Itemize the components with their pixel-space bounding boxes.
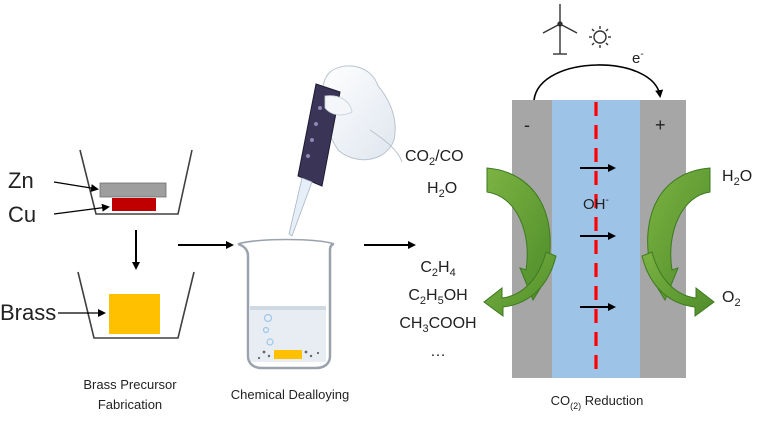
membrane	[552, 100, 640, 378]
cu-pointer-arrow	[53, 203, 110, 215]
brass-block	[109, 294, 160, 334]
minus-terminal-label: -	[524, 115, 530, 135]
cu-layer	[112, 198, 156, 211]
anode-product-arrow	[641, 251, 715, 317]
product-formula: …	[430, 343, 446, 360]
electron-flow-arc	[533, 64, 664, 101]
beaker-icon	[237, 238, 335, 370]
product-formula: CH3COOH	[399, 315, 476, 335]
co2-co-label: CO2/CO	[405, 148, 464, 168]
plus-terminal-label: +	[655, 115, 666, 135]
crucible-top	[79, 149, 193, 215]
electron-label: e-	[632, 49, 644, 67]
sun-icon	[589, 26, 611, 48]
cathode-product-arrow	[483, 251, 557, 317]
precursor-section: Zn Cu Brass Brass Precursor Fabrication	[0, 149, 195, 412]
precursor-caption-line2: Fabrication	[98, 397, 162, 412]
dealloying-caption: Chemical Dealloying	[231, 387, 350, 402]
o2-output-label: O2	[722, 289, 741, 309]
brass-label: Brass	[0, 300, 56, 325]
zn-pointer-arrow	[53, 181, 99, 192]
crucible-bottom	[77, 271, 195, 339]
wind-turbine-icon	[542, 4, 578, 55]
h2o-output-label: H2O	[722, 168, 752, 188]
electrochemical-cell: - + e- OH- H2O O2 CO(2) Reduction	[483, 49, 752, 411]
zn-layer	[99, 182, 167, 198]
h2o-input-label: H2O	[427, 180, 457, 200]
product-formula: C2H4	[420, 259, 455, 279]
gloved-hand-pipette-icon	[288, 65, 403, 237]
product-formula: C2H5OH	[408, 287, 467, 307]
reduction-caption: CO(2) Reduction	[551, 393, 644, 411]
precursor-caption-line1: Brass Precursor	[83, 377, 177, 392]
cu-label: Cu	[8, 202, 36, 227]
zn-label: Zn	[8, 168, 34, 193]
oh-label: OH-	[583, 195, 609, 213]
dealloying-section: Chemical Dealloying	[231, 65, 403, 402]
